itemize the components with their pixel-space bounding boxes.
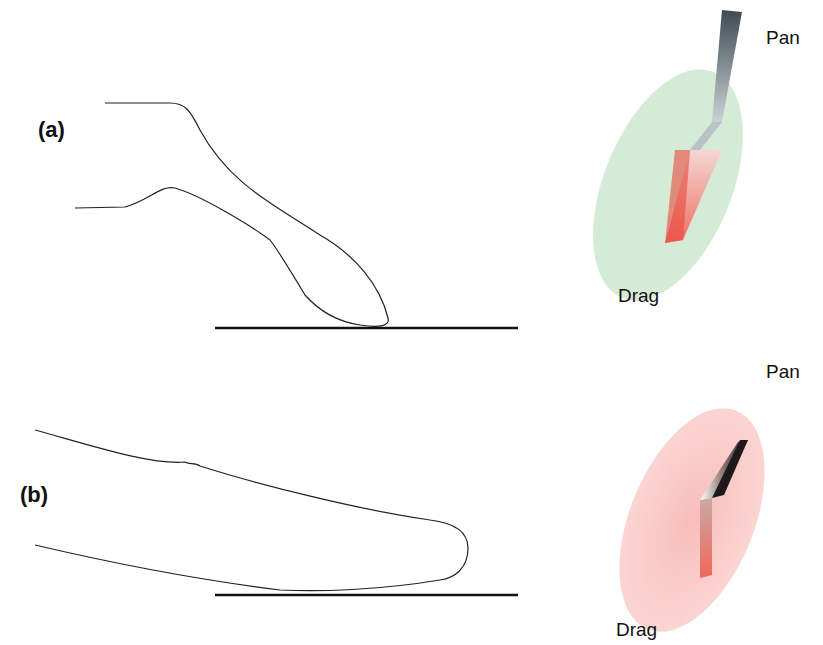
finger-outline-a (75, 103, 388, 326)
vector-label: Pan (766, 28, 800, 49)
pan-vector (700, 440, 748, 500)
contact-ellipse (563, 48, 773, 322)
vector-label: Pan (766, 362, 800, 383)
surface-line (215, 594, 518, 597)
vector-label: Drag (618, 286, 659, 307)
pan-vector (712, 10, 742, 122)
drag-vector (665, 150, 690, 243)
contact-ellipse (590, 387, 793, 645)
panel-label: (a) (38, 118, 65, 142)
pan-vector (712, 440, 748, 498)
drag-vector (665, 150, 722, 243)
finger-outline-b (35, 430, 468, 591)
pan-vector (690, 122, 722, 150)
drag-vector (700, 498, 712, 578)
surface-line (215, 327, 518, 330)
vector-label: Drag (616, 620, 657, 641)
panel-label: (b) (20, 483, 48, 507)
